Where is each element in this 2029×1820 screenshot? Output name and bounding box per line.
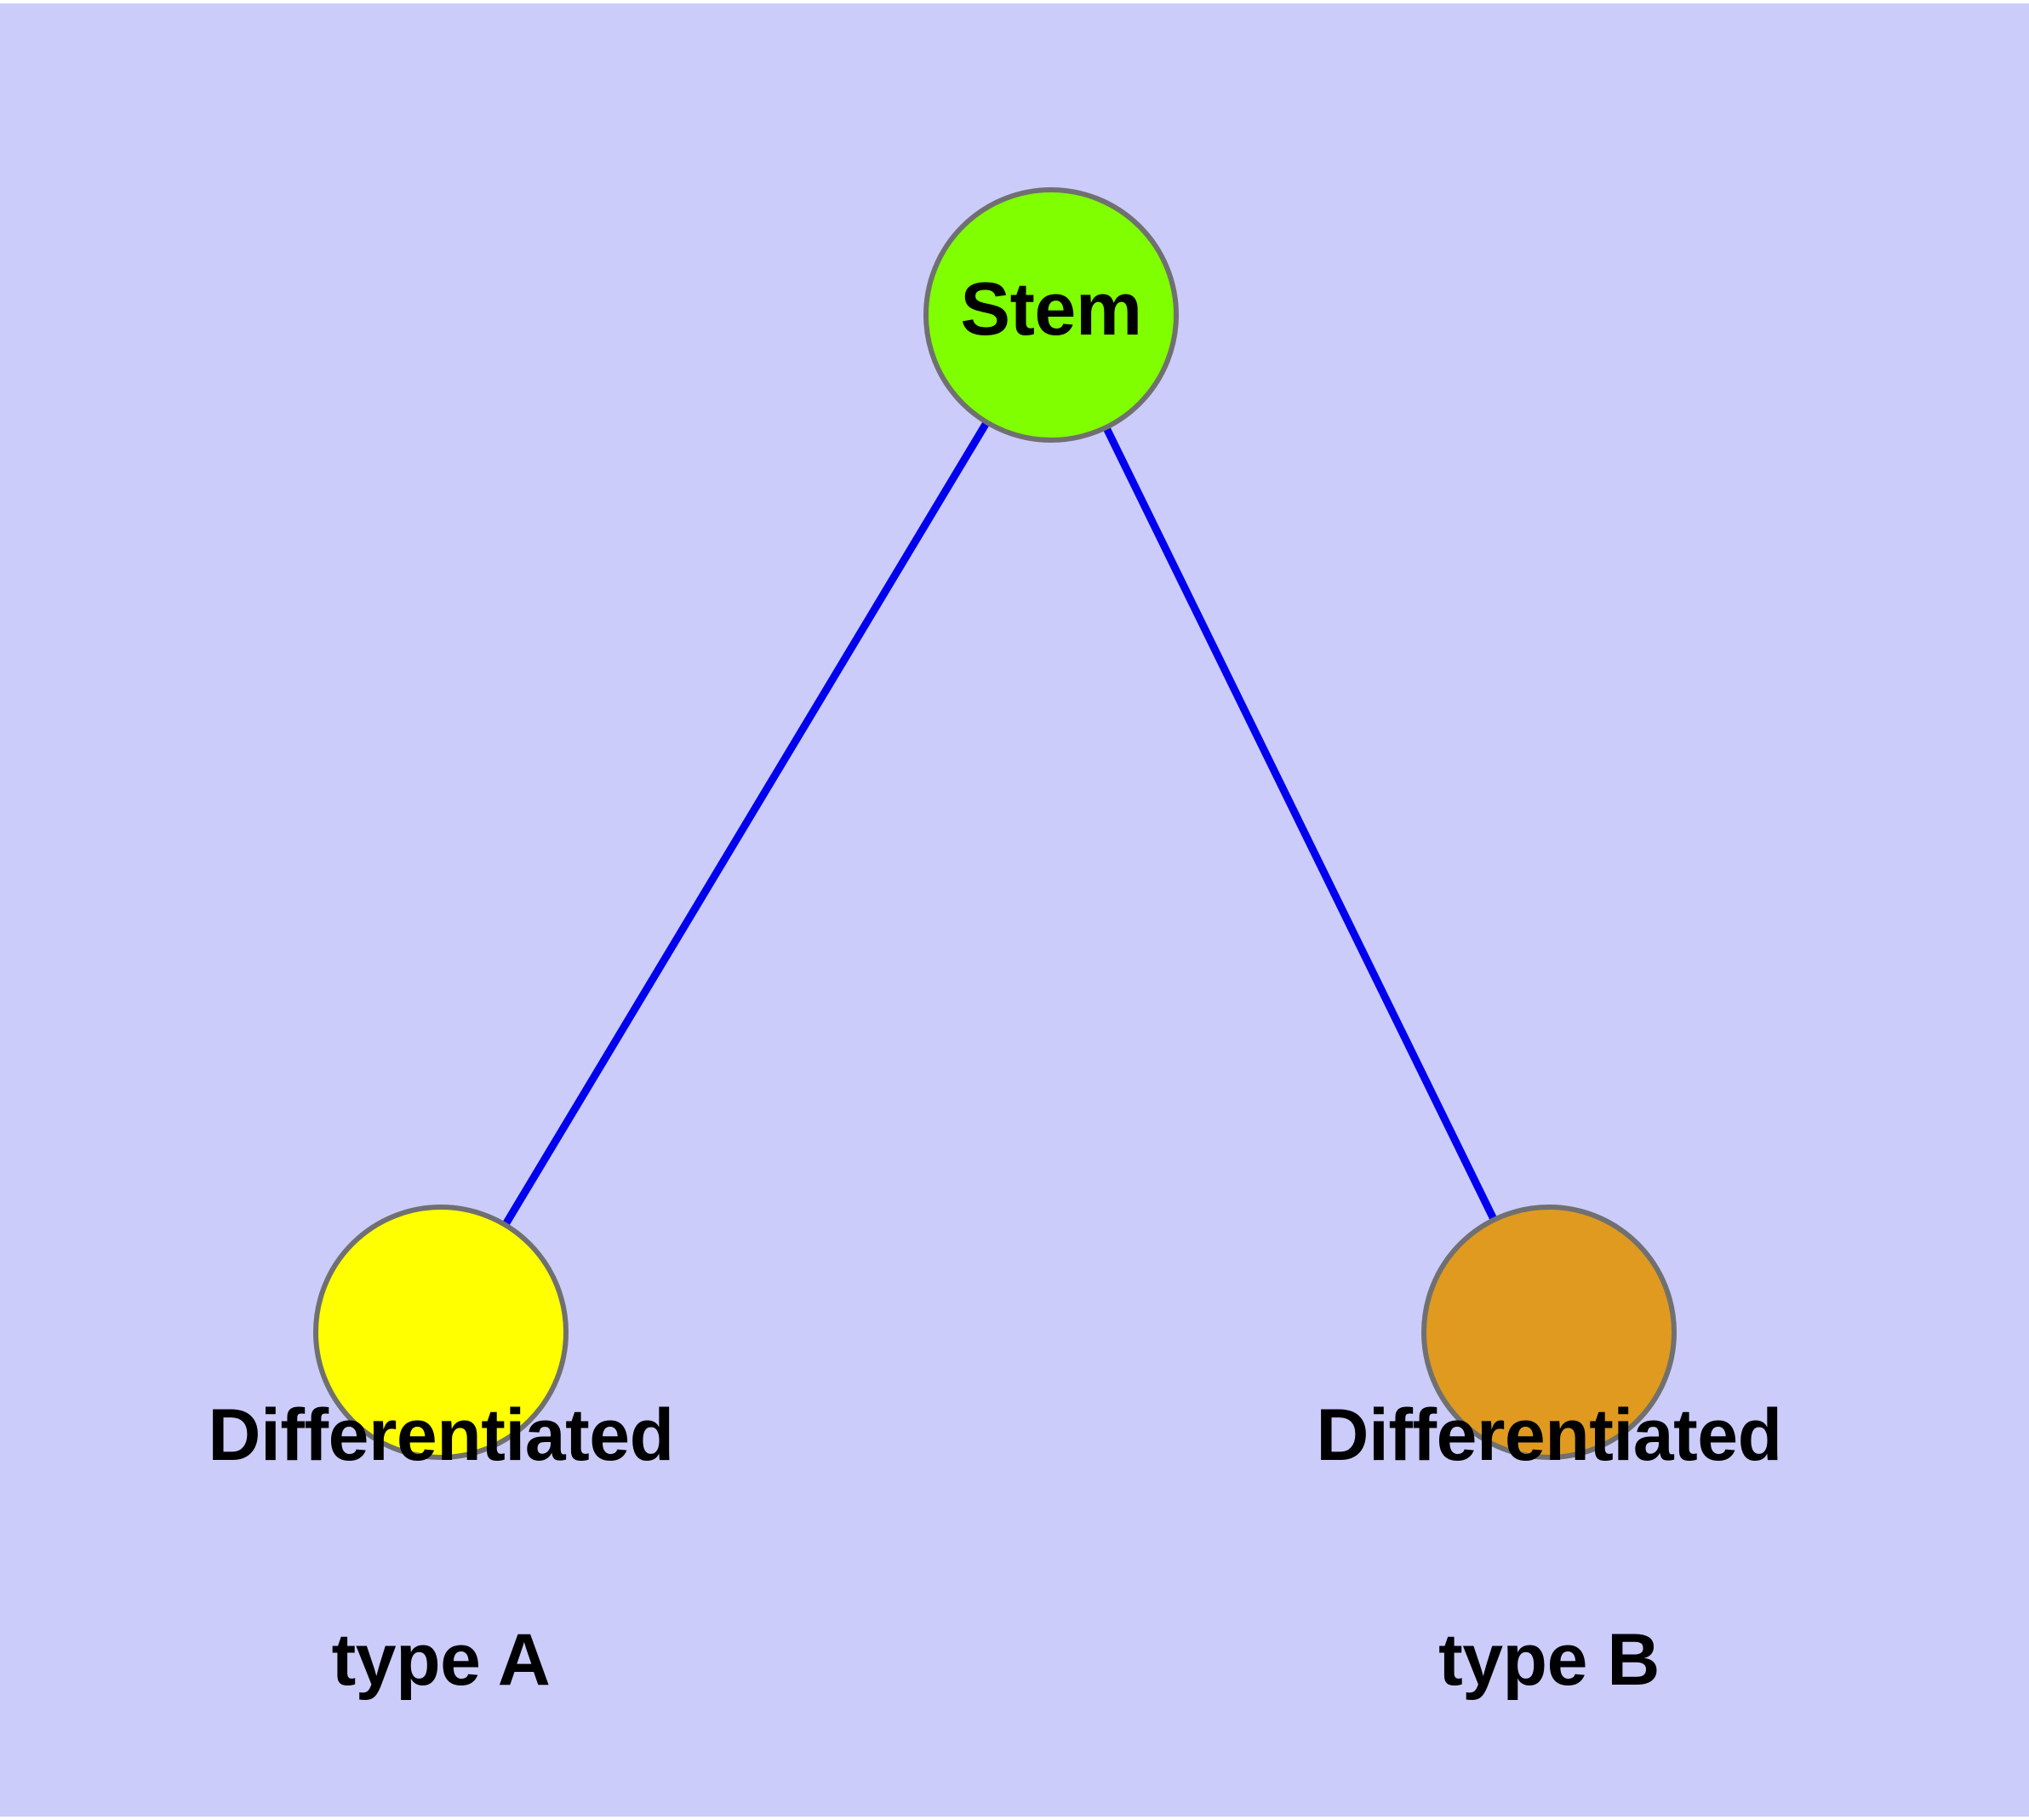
node-stem[interactable]	[923, 187, 1179, 443]
edge-stem-to-differentiated-type-b	[1047, 313, 1553, 1334]
edge-stem-to-differentiated-type-a	[437, 312, 1055, 1335]
node-differentiated-type-b[interactable]	[1421, 1205, 1677, 1460]
edge-layer	[437, 312, 1553, 1335]
node-layer	[313, 187, 1677, 1460]
node-differentiated-type-a[interactable]	[313, 1205, 569, 1460]
